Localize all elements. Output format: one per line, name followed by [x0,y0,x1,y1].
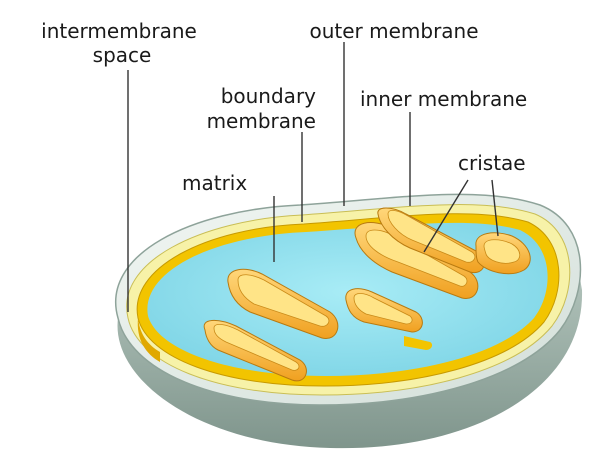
label-cristae: cristae [458,152,526,174]
label-matrix: matrix [182,172,247,194]
label-boundary-membrane-line2: membrane [180,110,316,132]
label-intermembrane-space-line2: space [72,44,172,66]
label-outer-membrane: outer membrane [284,20,504,42]
label-boundary-membrane-line1: boundary [180,85,316,107]
label-intermembrane-space-line1: intermembrane [10,20,228,42]
label-inner-membrane: inner membrane [360,88,527,110]
